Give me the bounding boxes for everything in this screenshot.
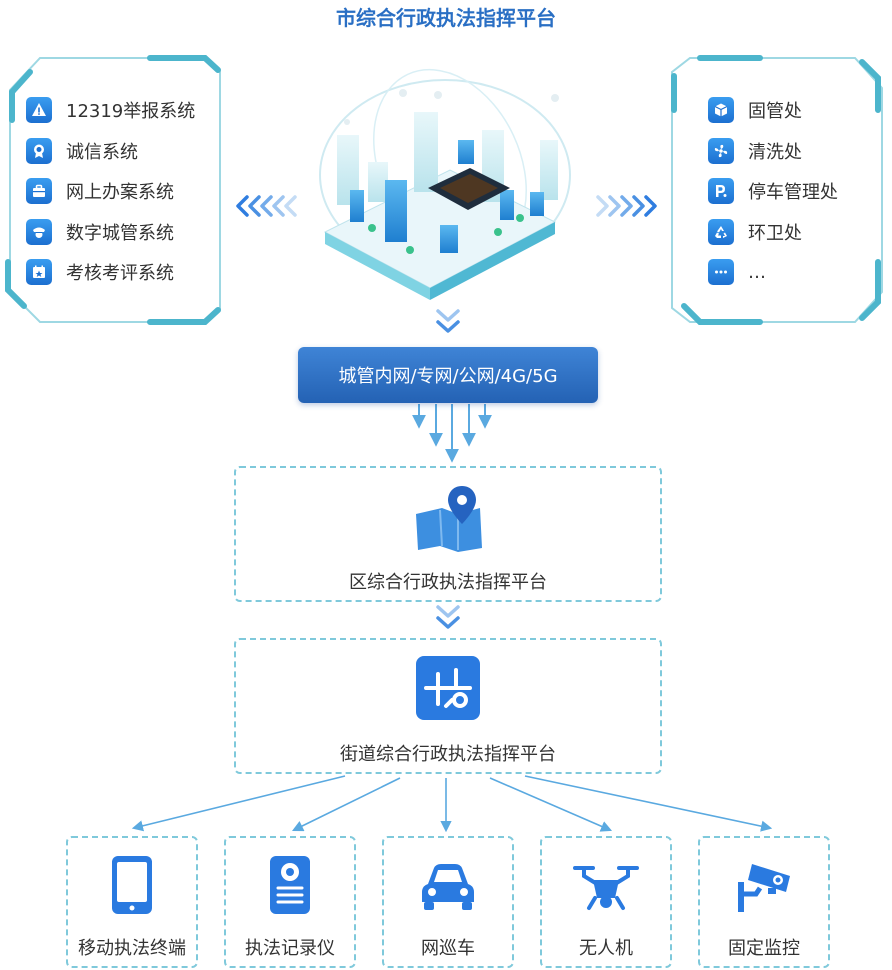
terminal-fixed-camera[interactable]: 固定监控 [698, 836, 830, 968]
fan-icon [708, 137, 734, 164]
left-system-label: 网上办案系统 [66, 182, 174, 204]
terminal-patrol-car[interactable]: 网巡车 [382, 836, 514, 968]
left-system-item[interactable]: 12319举报系统 [26, 90, 195, 131]
terminal-label: 固定监控 [728, 938, 800, 959]
district-platform-box[interactable]: 区综合行政执法指挥平台 [234, 466, 662, 602]
terminal-recorder[interactable]: 执法记录仪 [224, 836, 356, 968]
right-departments-list: 固管处 清洗处 停车管理处 环卫处 … [708, 90, 838, 293]
terminal-mobile[interactable]: 移动执法终端 [66, 836, 198, 968]
terminal-label: 移动执法终端 [78, 938, 186, 959]
left-system-label: 12319举报系统 [66, 101, 196, 123]
down-chevrons-top [436, 309, 460, 333]
left-system-label: 数字城管系统 [66, 222, 174, 244]
camera-icon [732, 854, 796, 920]
warning-icon [26, 97, 52, 124]
left-system-item[interactable]: 考核考评系统 [26, 252, 195, 293]
map-pin-icon [412, 484, 484, 556]
cube-icon [708, 97, 734, 124]
left-system-label: 诚信系统 [66, 141, 138, 163]
street-platform-label: 街道综合行政执法指挥平台 [340, 744, 556, 765]
right-frame-accents [671, 55, 881, 325]
right-department-label: 清洗处 [748, 141, 802, 163]
right-chevrons [596, 195, 657, 217]
right-department-item[interactable]: 环卫处 [708, 212, 838, 253]
terminal-drone[interactable]: 无人机 [540, 836, 672, 968]
phone-icon [110, 854, 154, 920]
recycle-icon [708, 218, 734, 245]
terminal-arrows [131, 775, 773, 833]
terminal-label: 执法记录仪 [245, 938, 335, 959]
right-department-label: 停车管理处 [748, 182, 838, 204]
network-bar: 城管内网/专网/公网/4G/5G [298, 347, 598, 403]
left-frame-accents [5, 55, 221, 325]
district-platform-label: 区综合行政执法指挥平台 [349, 572, 547, 593]
car-icon [416, 854, 480, 920]
left-system-item[interactable]: 数字城管系统 [26, 212, 195, 253]
officer-icon [26, 218, 52, 245]
terminal-label: 网巡车 [421, 938, 475, 959]
drone-icon [571, 854, 641, 920]
more-icon [708, 259, 734, 286]
left-chevrons [236, 195, 297, 217]
left-system-item[interactable]: 网上办案系统 [26, 171, 195, 212]
briefcase-icon [26, 178, 52, 205]
page-title: 市综合行政执法指挥平台 [336, 6, 556, 30]
network-arrows [412, 404, 492, 463]
right-department-item[interactable]: 固管处 [708, 90, 838, 131]
street-platform-box[interactable]: 街道综合行政执法指挥平台 [234, 638, 662, 774]
terminal-label: 无人机 [579, 938, 633, 959]
left-system-label: 考核考评系统 [66, 263, 174, 285]
right-department-label: 固管处 [748, 101, 802, 123]
right-department-item[interactable]: 停车管理处 [708, 171, 838, 212]
right-department-item[interactable]: … [708, 252, 838, 293]
right-department-item[interactable]: 清洗处 [708, 131, 838, 172]
recorder-icon [266, 854, 314, 920]
left-systems-list: 12319举报系统 诚信系统 网上办案系统 数字城管系统 考核考评系统 [26, 90, 195, 293]
right-department-label: 环卫处 [748, 222, 802, 244]
command-icon [416, 656, 480, 724]
right-department-label: … [748, 261, 766, 283]
badge-icon [26, 137, 52, 164]
calendar-star-icon [26, 259, 52, 286]
down-chevrons-mid [436, 605, 460, 629]
city-illustration [319, 68, 571, 300]
parking-icon [708, 178, 734, 205]
left-system-item[interactable]: 诚信系统 [26, 131, 195, 172]
